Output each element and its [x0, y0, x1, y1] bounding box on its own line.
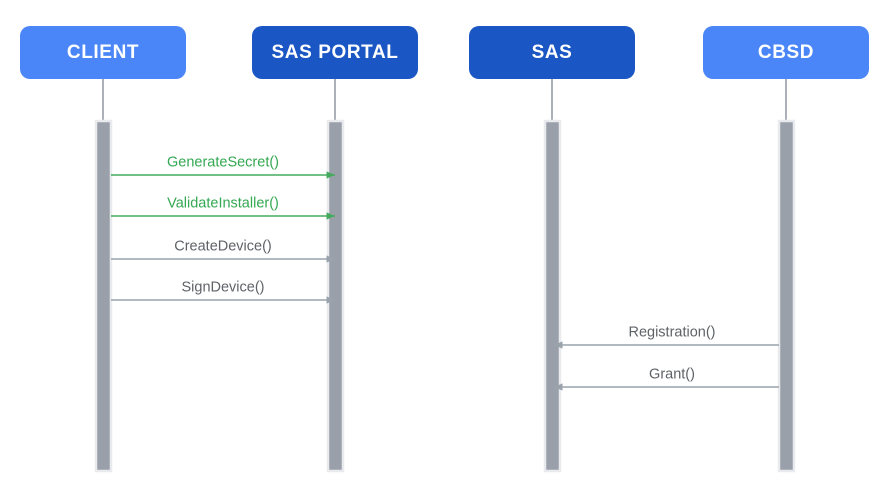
- message-label-create-device: CreateDevice(): [174, 238, 272, 255]
- actor-label-sas-portal: SAS PORTAL: [271, 41, 399, 63]
- actor-box-cbsd[interactable]: CBSD: [703, 26, 869, 79]
- lifelines: [102, 79, 787, 124]
- activation-bar-sas-portal: [326, 119, 345, 473]
- actor-label-sas: SAS: [531, 41, 573, 63]
- message-label-registration: Registration(): [628, 324, 716, 341]
- message-arrows: [111, 171, 779, 391]
- actor-box-client[interactable]: CLIENT: [20, 26, 186, 79]
- activation-bar-sas: [543, 119, 562, 473]
- message-label-grant: Grant(): [649, 366, 695, 383]
- actor-box-sas-portal[interactable]: SAS PORTAL: [252, 26, 418, 79]
- activation-bar-cbsd: [777, 119, 796, 473]
- message-label-validate-installer: ValidateInstaller(): [167, 195, 279, 212]
- actor-box-sas[interactable]: SAS: [469, 26, 635, 79]
- actor-label-client: CLIENT: [66, 41, 140, 63]
- message-label-sign-device: SignDevice(): [181, 279, 265, 296]
- activation-bars: [94, 119, 796, 473]
- actor-label-cbsd: CBSD: [757, 41, 815, 63]
- message-label-generate-secret: GenerateSecret(): [166, 154, 280, 171]
- activation-bar-client: [94, 119, 113, 473]
